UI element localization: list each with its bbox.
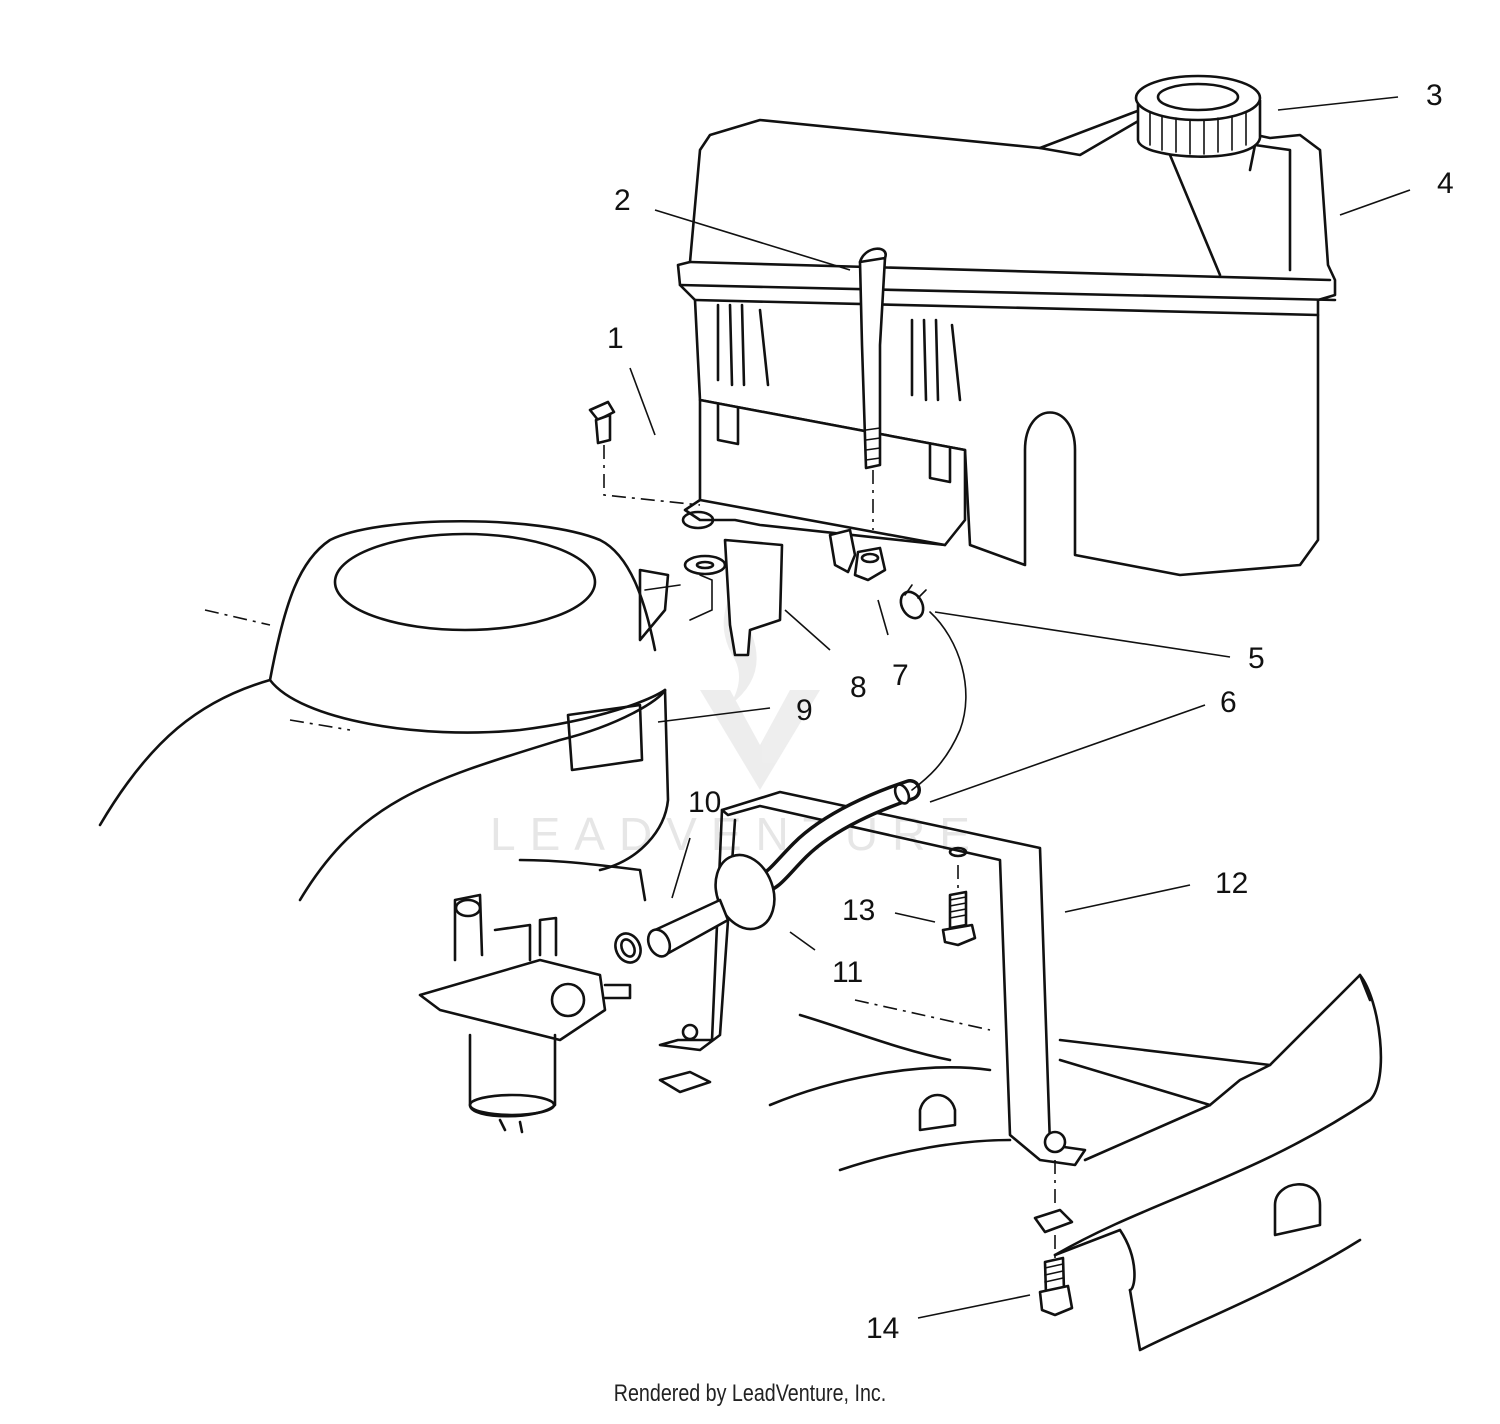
watermark-text: LEADVENTURE: [490, 808, 984, 860]
tank-support-bracket[interactable]: [658, 790, 1087, 1234]
hold-down-strap[interactable]: [858, 247, 887, 530]
leader-lines: [629, 96, 1411, 1319]
fuel-filter[interactable]: [644, 847, 784, 960]
callout-5: 5: [1248, 642, 1265, 675]
callout-13: 13: [842, 894, 875, 927]
hose-clamp-tank[interactable]: [896, 584, 967, 791]
mount-bolt[interactable]: [588, 400, 701, 506]
fuel-tank[interactable]: [676, 108, 1337, 577]
callout-labels: 1 2 3 4 5 6 7 8 9 10 11 12 13 14: [607, 79, 1454, 1345]
callout-8: 8: [850, 671, 867, 704]
callout-6: 6: [1220, 686, 1237, 719]
fuel-tank-cap[interactable]: [1134, 74, 1262, 158]
fuel-line[interactable]: [749, 779, 921, 896]
callout-3: 3: [1426, 79, 1443, 112]
screw-14[interactable]: [1038, 1235, 1074, 1317]
carburetor: [418, 893, 632, 1134]
callout-11: 11: [832, 956, 863, 989]
screw-13[interactable]: [941, 865, 977, 947]
callout-2: 2: [614, 184, 631, 217]
callout-12: 12: [1215, 867, 1248, 900]
callout-9: 9: [796, 694, 813, 727]
callout-1: 1: [607, 322, 624, 355]
callout-14: 14: [866, 1312, 899, 1345]
callout-7: 7: [892, 659, 909, 692]
choke-bracket[interactable]: [638, 510, 784, 657]
hose-clamp-carb[interactable]: [611, 929, 645, 966]
callout-10: 10: [688, 786, 721, 819]
callout-4: 4: [1437, 167, 1454, 200]
engine-shroud: [98, 520, 670, 1134]
render-credit: Rendered by LeadVenture, Inc.: [613, 1380, 887, 1407]
elbow-fitting[interactable]: [828, 528, 887, 582]
mower-frame: [768, 973, 1383, 1352]
